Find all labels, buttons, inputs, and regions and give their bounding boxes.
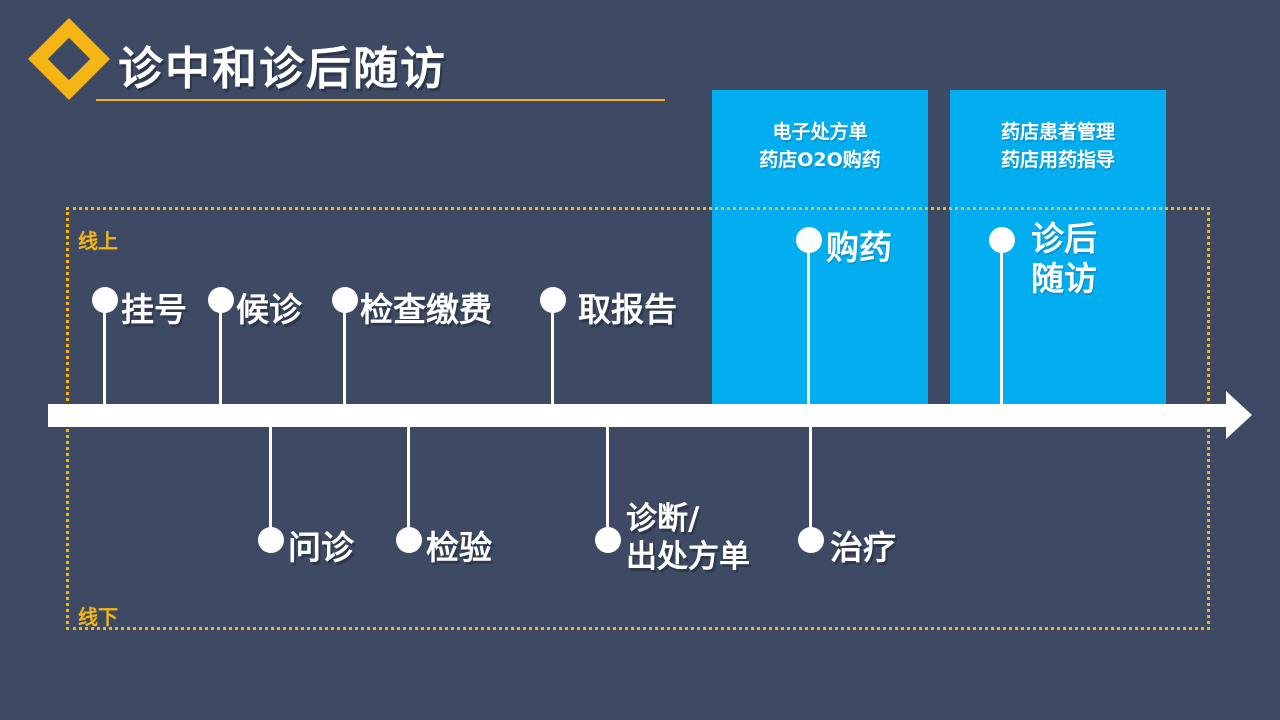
diamond-icon — [27, 17, 111, 101]
node-label-gouyao: 购药 — [826, 228, 892, 267]
page-title: 诊中和诊后随访 — [118, 42, 448, 95]
node-label-zhenhousuifang: 诊后 随访 — [1031, 219, 1097, 298]
prescription-card-line2: 药店O2O购药 — [759, 149, 881, 171]
node-stem-wenzhen — [269, 424, 272, 536]
node-dot-qubaogao[interactable] — [540, 287, 566, 313]
prescription-card: 电子处方单 药店O2O购药 — [712, 90, 928, 404]
node-dot-zhenhousuifang[interactable] — [989, 227, 1015, 253]
pharmacy-card-caption: 药店患者管理 药店用药指导 — [950, 118, 1166, 174]
node-dot-jianyan[interactable] — [396, 527, 422, 553]
node-stem-gouyao — [807, 240, 810, 406]
node-dot-houzhen[interactable] — [208, 287, 234, 313]
prescription-card-caption: 电子处方单 药店O2O购药 — [712, 118, 928, 174]
pharmacy-card-line2: 药店用药指导 — [1000, 149, 1115, 171]
node-stem-zhiliao — [809, 424, 812, 536]
node-dot-jianchajiaofei[interactable] — [332, 287, 358, 313]
node-stem-jianchajiaofei — [343, 300, 346, 406]
node-stem-jianyan — [407, 424, 410, 536]
node-stem-qubaogao — [551, 300, 554, 406]
node-label-zhiliao: 治疗 — [830, 528, 896, 567]
node-dot-guahao[interactable] — [92, 287, 118, 313]
pharmacy-card-line1: 药店患者管理 — [1000, 121, 1115, 143]
node-label-jianyan: 检验 — [426, 528, 492, 567]
timeline-arrow-bar — [48, 404, 1228, 427]
offline-zone-label: 线下 — [78, 605, 118, 629]
node-label-qubaogao: 取报告 — [578, 290, 677, 329]
timeline-arrow-head — [1226, 391, 1252, 439]
node-label-wenzhen: 问诊 — [288, 528, 354, 567]
node-label-guahao: 挂号 — [121, 290, 187, 329]
node-dot-wenzhen[interactable] — [258, 527, 284, 553]
pharmacy-card: 药店患者管理 药店用药指导 — [950, 90, 1166, 404]
node-dot-gouyao[interactable] — [796, 227, 822, 253]
node-label-zhenduan: 诊断/ 出处方单 — [626, 501, 750, 575]
node-stem-guahao — [103, 300, 106, 406]
node-dot-zhenduan[interactable] — [595, 527, 621, 553]
node-dot-zhiliao[interactable] — [798, 527, 824, 553]
node-stem-houzhen — [219, 300, 222, 406]
prescription-card-line1: 电子处方单 — [772, 121, 868, 143]
title-underline — [96, 99, 665, 101]
node-label-houzhen: 候诊 — [236, 290, 302, 329]
node-label-jianchajiaofei: 检查缴费 — [360, 290, 492, 329]
node-stem-zhenduan — [606, 424, 609, 536]
online-zone-label: 线上 — [78, 229, 118, 253]
node-stem-zhenhousuifang — [1000, 240, 1003, 406]
